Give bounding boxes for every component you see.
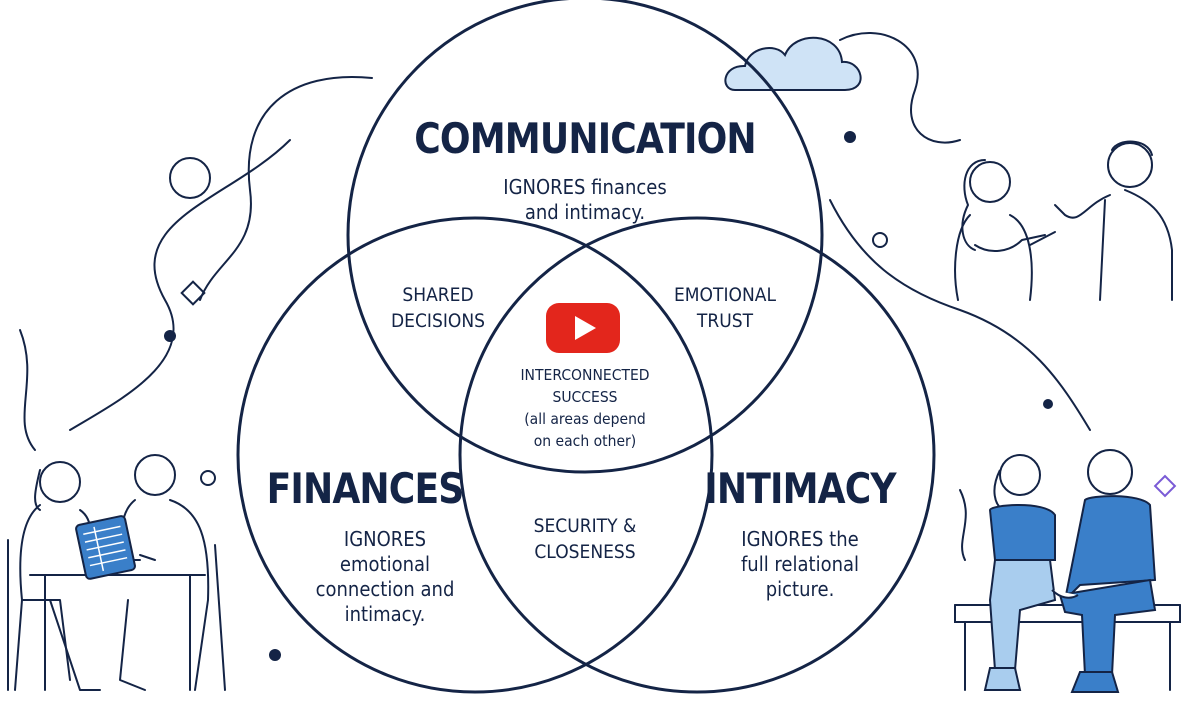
communication-title: COMMUNICATION bbox=[414, 114, 756, 163]
couple-budgeting-icon bbox=[7, 454, 226, 691]
ring-icon bbox=[872, 232, 888, 248]
ring-icon bbox=[200, 470, 216, 486]
diamond-icon bbox=[1153, 474, 1177, 498]
ring-icon bbox=[169, 157, 211, 199]
cloud-icon bbox=[724, 36, 862, 91]
play-icon bbox=[575, 316, 596, 340]
circle-intimacy bbox=[458, 216, 936, 694]
communication-note: IGNORES finances and intimacy. bbox=[503, 175, 667, 224]
intimacy-note: IGNORES the full relational picture. bbox=[740, 527, 860, 601]
center-interconnected-success: INTERCONNECTED SUCCESS (all areas depend… bbox=[520, 366, 650, 450]
play-button[interactable] bbox=[546, 303, 620, 353]
couple-sitting-icon bbox=[954, 449, 1181, 693]
couple-talking-icon bbox=[954, 140, 1173, 301]
decorative-curves bbox=[19, 32, 1091, 451]
decorative-shapes bbox=[164, 131, 1177, 661]
dot-icon bbox=[269, 649, 281, 661]
dot-icon bbox=[1043, 399, 1053, 409]
overlap-shared-decisions: SHARED DECISIONS bbox=[391, 284, 485, 332]
venn-circles bbox=[236, 0, 936, 694]
dot-icon bbox=[844, 131, 856, 143]
circle-finances bbox=[236, 216, 714, 694]
circle-communication bbox=[346, 0, 824, 474]
overlap-security-closeness: SECURITY & CLOSENESS bbox=[533, 515, 637, 563]
intimacy-title: INTIMACY bbox=[704, 464, 896, 513]
diamond-icon bbox=[180, 280, 206, 306]
finances-title: FINANCES bbox=[266, 464, 465, 513]
overlap-emotional-trust: EMOTIONAL TRUST bbox=[673, 284, 776, 332]
dot-icon bbox=[164, 330, 176, 342]
finances-note: IGNORES emotional connection and intimac… bbox=[315, 527, 455, 626]
